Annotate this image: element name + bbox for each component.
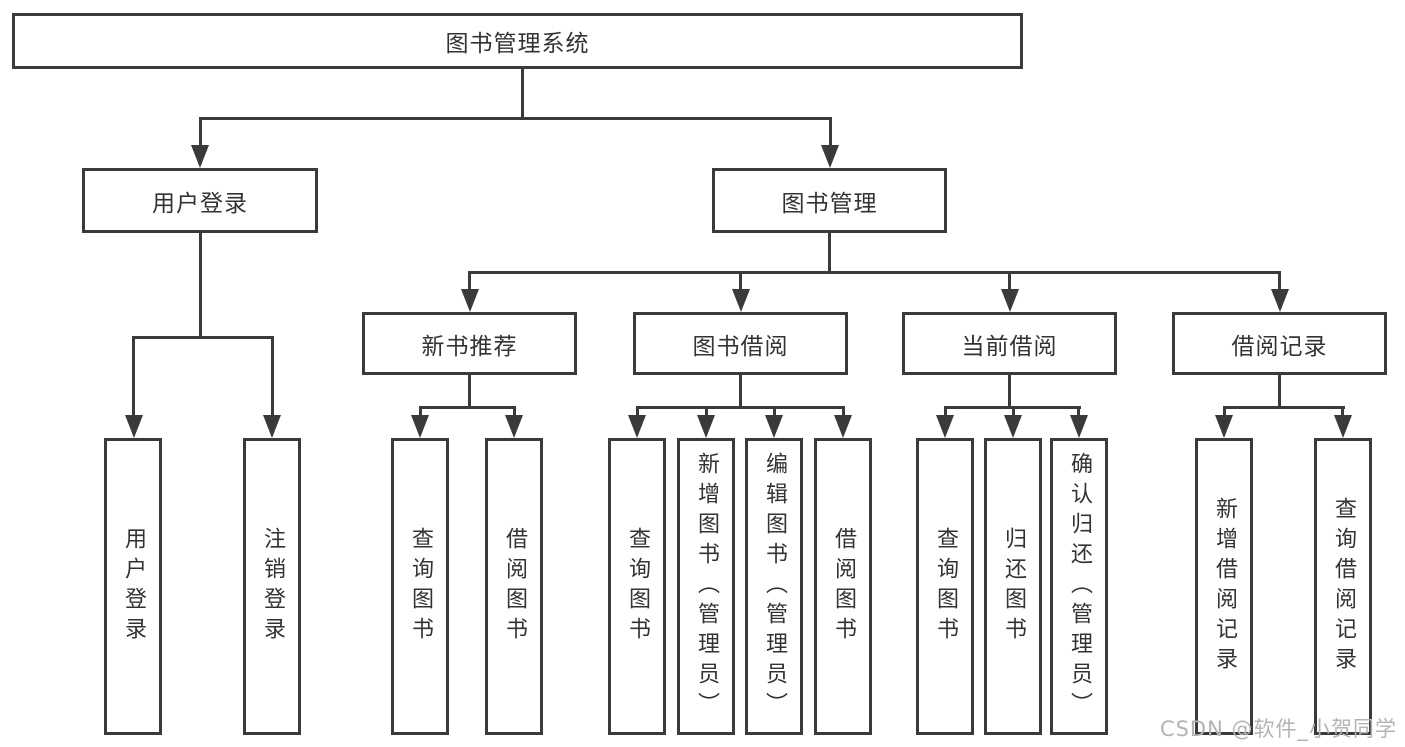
leaf-logout: 注销登录 [243, 438, 301, 735]
connector-line [1278, 375, 1281, 407]
leaf-confirm-return-admin: 确认归还（管理员） [1050, 438, 1108, 735]
connector-line [468, 272, 471, 302]
connector-line [1008, 375, 1011, 407]
node-current-borrowing: 当前借阅 [902, 312, 1117, 375]
node-new-book-recommendation: 新书推荐 [362, 312, 577, 375]
arrow-down-icon [821, 145, 839, 168]
connector-line [739, 375, 742, 407]
arrow-down-icon [834, 415, 852, 438]
connector-line [635, 405, 845, 409]
arrow-down-icon [1215, 415, 1233, 438]
arrow-down-icon [411, 415, 429, 438]
connector-line [418, 405, 516, 409]
leaf-borrow-books-borrowing: 借阅图书 [814, 438, 872, 735]
leaf-edit-book-admin: 编辑图书（管理员） [745, 438, 803, 735]
node-label: 图书借阅 [692, 333, 789, 360]
arrow-down-icon [765, 415, 783, 438]
arrow-down-icon [1069, 415, 1088, 438]
arrow-down-icon [263, 415, 281, 438]
leaf-query-borrow-record: 查询借阅记录 [1314, 438, 1372, 735]
connector-line [468, 270, 1281, 274]
connector-line [132, 335, 274, 339]
arrow-down-icon [1004, 415, 1022, 438]
arrow-down-icon [731, 289, 750, 312]
connector-line [520, 69, 524, 118]
node-label: 新书推荐 [421, 333, 518, 360]
connector-line [468, 375, 471, 407]
arrow-down-icon [1333, 415, 1352, 438]
node-label: 用户登录 [152, 190, 248, 217]
node-book-borrowing: 图书借阅 [633, 312, 848, 375]
leaf-add-book-admin: 新增图书（管理员） [677, 438, 735, 735]
connector-line [198, 116, 832, 120]
node-label: 当前借阅 [961, 333, 1058, 360]
connector-line [828, 118, 832, 160]
node-label: 图书管理 [781, 190, 878, 217]
connector-line [132, 337, 135, 427]
arrow-down-icon [697, 415, 715, 438]
node-label: 图书管理系统 [445, 31, 590, 57]
leaf-borrow-books-recommend: 借阅图书 [485, 438, 543, 735]
arrow-down-icon [191, 145, 209, 168]
leaf-query-books-current: 查询图书 [916, 438, 974, 735]
node-book-management: 图书管理 [712, 168, 947, 233]
watermark: CSDN @软件_小贺同学 [1159, 717, 1397, 741]
node-borrowing-records: 借阅记录 [1172, 312, 1387, 375]
connector-line [198, 118, 202, 160]
leaf-query-books-borrowing: 查询图书 [608, 438, 666, 735]
connector-line [739, 272, 742, 302]
node-label: 借阅记录 [1231, 333, 1328, 360]
arrow-down-icon [628, 415, 646, 438]
arrow-down-icon [936, 415, 954, 438]
arrow-down-icon [124, 415, 143, 438]
arrow-down-icon [505, 415, 523, 438]
connector-line [270, 337, 274, 427]
node-user-login: 用户登录 [82, 168, 318, 233]
connector-line [828, 233, 831, 272]
leaf-query-books-recommend: 查询图书 [391, 438, 449, 735]
connector-line [1008, 272, 1011, 302]
connector-line [1222, 405, 1345, 409]
connector-line [198, 233, 202, 337]
connector-line [1278, 272, 1281, 302]
arrow-down-icon [1270, 289, 1289, 312]
leaf-user-login: 用户登录 [104, 438, 162, 735]
arrow-down-icon [1000, 289, 1019, 312]
leaf-return-books: 归还图书 [984, 438, 1042, 735]
leaf-add-borrow-record: 新增借阅记录 [1195, 438, 1253, 735]
node-library-management-system: 图书管理系统 [12, 13, 1023, 69]
arrow-down-icon [460, 289, 479, 312]
